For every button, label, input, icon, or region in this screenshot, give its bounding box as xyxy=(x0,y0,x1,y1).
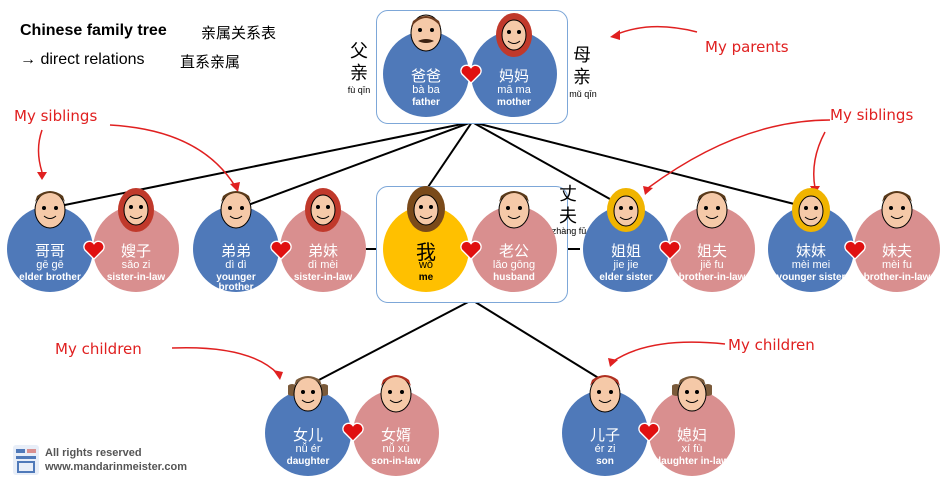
boy-face-icon xyxy=(380,375,412,413)
footer-rights: All rights reserved xyxy=(45,447,142,459)
heart-icon xyxy=(342,422,364,442)
heart-icon xyxy=(844,240,866,260)
subtitle: → direct relations xyxy=(20,51,145,68)
woman-face-icon xyxy=(496,13,532,57)
man-face-icon xyxy=(410,14,442,52)
father-side-pinyin: fù qīn xyxy=(347,85,371,95)
heart-icon xyxy=(83,240,105,260)
person-di-mei: 弟妹 dì mèi sister-in-law xyxy=(280,188,366,292)
note-my-children-right: My children xyxy=(728,336,815,354)
woman-face-icon xyxy=(305,188,341,232)
person-mei-fu: 妹夫 mèi fu brother-in-law xyxy=(854,191,940,292)
person-father: 爸爸 bà ba father xyxy=(383,14,469,117)
person-husband: 老公 lǎo gōng husband xyxy=(471,191,557,292)
mandarinmeister-logo xyxy=(13,445,39,475)
title-chinese: 亲属关系表 xyxy=(201,25,277,42)
heart-icon xyxy=(460,240,482,260)
heart-icon xyxy=(270,240,292,260)
heart-icon xyxy=(638,422,660,442)
girl-pigtails-face-icon xyxy=(288,376,328,412)
husband-side-pinyin: zhàng fū xyxy=(551,226,587,236)
person-jie-fu: 姐夫 jiě fu brother-in-law xyxy=(669,191,755,292)
man-face-icon xyxy=(696,191,728,229)
man-face-icon xyxy=(34,191,66,229)
title: Chinese family tree xyxy=(20,22,167,39)
mother-side-pinyin: mǔ qīn xyxy=(569,89,597,99)
person-daughter: 女儿 nǚ ér daughter xyxy=(265,376,351,476)
footer-website[interactable]: www.mandarinmeister.com xyxy=(45,461,188,473)
man-face-icon xyxy=(220,191,252,229)
person-elder-brother: 哥哥 gē gē elder brother xyxy=(7,191,93,292)
person-me: 我 wǒ me xyxy=(383,186,469,292)
person-elder-sister: 姐姐 jie jie elder sister xyxy=(583,188,669,292)
person-younger-sister: 妹妹 mèi mei younger sister xyxy=(768,188,854,292)
girl-pigtails-face-icon xyxy=(672,376,712,412)
blonde-girl-face-icon xyxy=(607,188,645,232)
person-younger-brother: 弟弟 dì dì younger brother xyxy=(193,191,279,293)
note-my-parents: My parents xyxy=(705,38,789,56)
mother-side-label: 母亲 xyxy=(573,45,591,87)
heart-icon xyxy=(460,64,482,84)
note-my-siblings-left: My siblings xyxy=(14,107,98,125)
woman-face-icon xyxy=(118,188,154,232)
heart-icon xyxy=(659,240,681,260)
husband-side-label: 丈夫 xyxy=(559,184,577,226)
person-daughter-in-law: 媳妇 xí fù daughter in-law xyxy=(649,376,735,476)
person-son: 儿子 ér zi son xyxy=(562,375,648,476)
father-side-label: 父亲 xyxy=(350,41,368,83)
note-my-children-left: My children xyxy=(55,340,142,358)
blonde-girl-face-icon xyxy=(792,188,830,232)
boy-face-icon xyxy=(589,375,621,413)
subtitle-chinese: 直系亲属 xyxy=(180,54,241,71)
person-sao-zi: 嫂子 sǎo zi sister-in-law xyxy=(93,188,179,292)
woman-face-icon xyxy=(407,186,445,232)
person-mother: 妈妈 mā ma mother xyxy=(471,13,557,117)
man-face-icon xyxy=(881,191,913,229)
person-son-in-law: 女婿 nǚ xù son-in-law xyxy=(353,375,439,476)
note-my-siblings-right: My siblings xyxy=(830,106,914,124)
man-face-icon xyxy=(498,191,530,229)
